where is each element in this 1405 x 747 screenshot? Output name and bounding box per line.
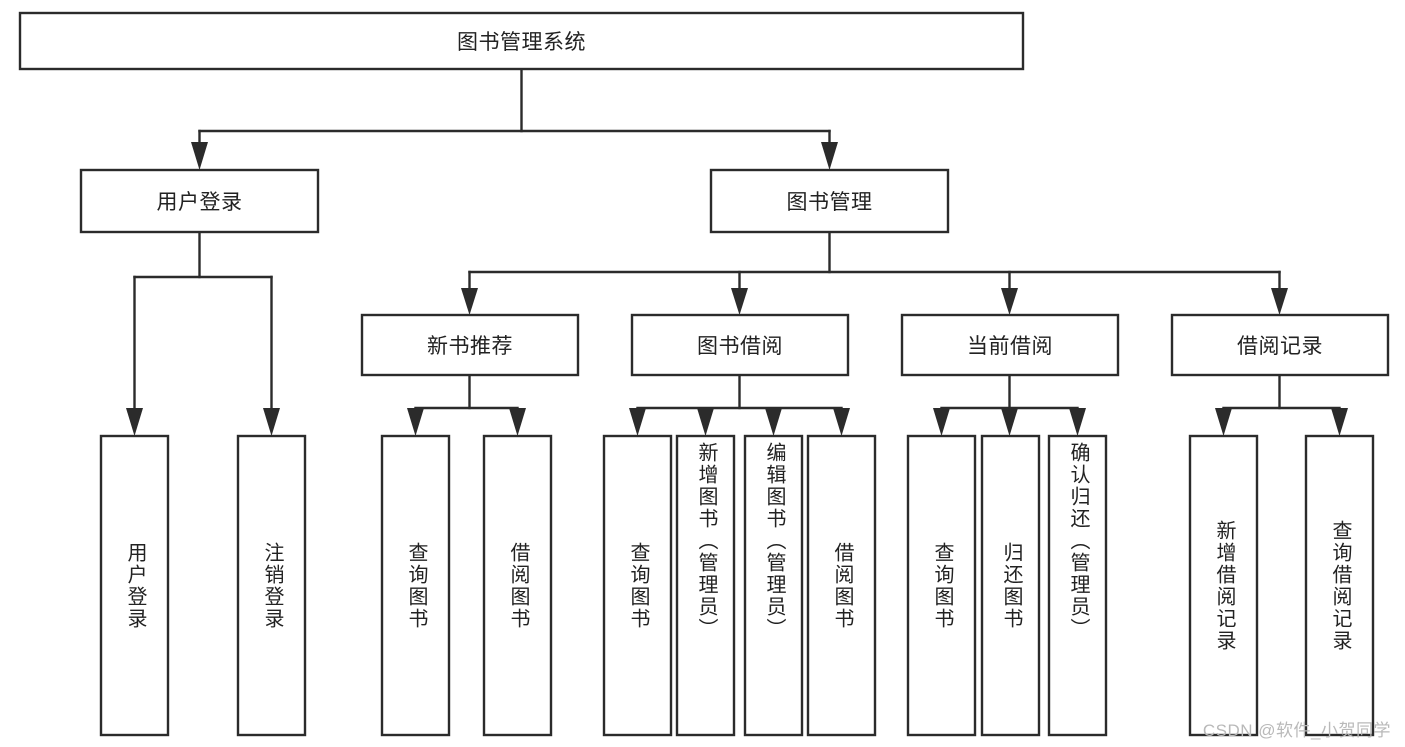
arrowhead-leaf-add-record (1215, 408, 1232, 436)
node-box-leaf-query-record[interactable] (1304, 434, 1375, 737)
arrowhead-leaf-query-record (1331, 408, 1348, 436)
node-box-book-borrow[interactable] (630, 313, 850, 377)
node-box-book-management[interactable] (709, 168, 950, 234)
node-box-leaf-edit-book[interactable] (743, 434, 804, 737)
node-box-leaf-logout-login[interactable] (236, 434, 307, 737)
arrowhead-leaf-borrow-book-2 (833, 408, 850, 436)
node-box-leaf-query-book-1[interactable] (380, 434, 451, 737)
node-box-leaf-user-login[interactable] (99, 434, 170, 737)
node-box-leaf-add-record[interactable] (1188, 434, 1259, 737)
arrowhead-current-borrow (1001, 288, 1018, 315)
node-box-leaf-return-book[interactable] (980, 434, 1041, 737)
arrowhead-book-management (821, 142, 838, 170)
node-box-leaf-query-book-3[interactable] (906, 434, 977, 737)
node-box-new-book-recommend[interactable] (360, 313, 580, 377)
arrowhead-leaf-borrow-book-1 (509, 408, 526, 436)
arrowhead-leaf-edit-book (765, 408, 782, 436)
connector-group-book-management (461, 230, 1288, 315)
connector-group-book-borrow (629, 373, 850, 436)
node-box-user-login[interactable] (79, 168, 320, 234)
node-box-leaf-borrow-book-1[interactable] (482, 434, 553, 737)
connector-group-borrow-record (1215, 373, 1348, 436)
arrowhead-leaf-confirm-return (1069, 408, 1086, 436)
connector-group-root (191, 67, 838, 170)
node-box-leaf-borrow-book-2[interactable] (806, 434, 877, 737)
arrowhead-user-login (191, 142, 208, 170)
node-box-leaf-confirm-return[interactable] (1047, 434, 1108, 737)
node-box-leaf-add-book[interactable] (675, 434, 736, 737)
arrowhead-book-borrow (731, 288, 748, 315)
arrowhead-leaf-user-login (126, 408, 143, 436)
connector-group-new-book-recommend (407, 373, 526, 436)
arrowhead-borrow-record (1271, 288, 1288, 315)
arrowhead-leaf-query-book-1 (407, 408, 424, 436)
connector-group-user-login (126, 230, 280, 436)
node-box-leaf-query-book-2[interactable] (602, 434, 673, 737)
arrowhead-new-book-recommend (461, 288, 478, 315)
arrowhead-leaf-query-book-3 (933, 408, 950, 436)
arrowhead-leaf-add-book (697, 408, 714, 436)
node-box-current-borrow[interactable] (900, 313, 1120, 377)
arrowhead-leaf-logout-login (263, 408, 280, 436)
arrowhead-leaf-query-book-2 (629, 408, 646, 436)
arrowhead-leaf-return-book (1001, 408, 1018, 436)
connector-group-current-borrow (933, 373, 1086, 436)
node-box-borrow-record[interactable] (1170, 313, 1390, 377)
node-box-root[interactable] (18, 11, 1025, 71)
